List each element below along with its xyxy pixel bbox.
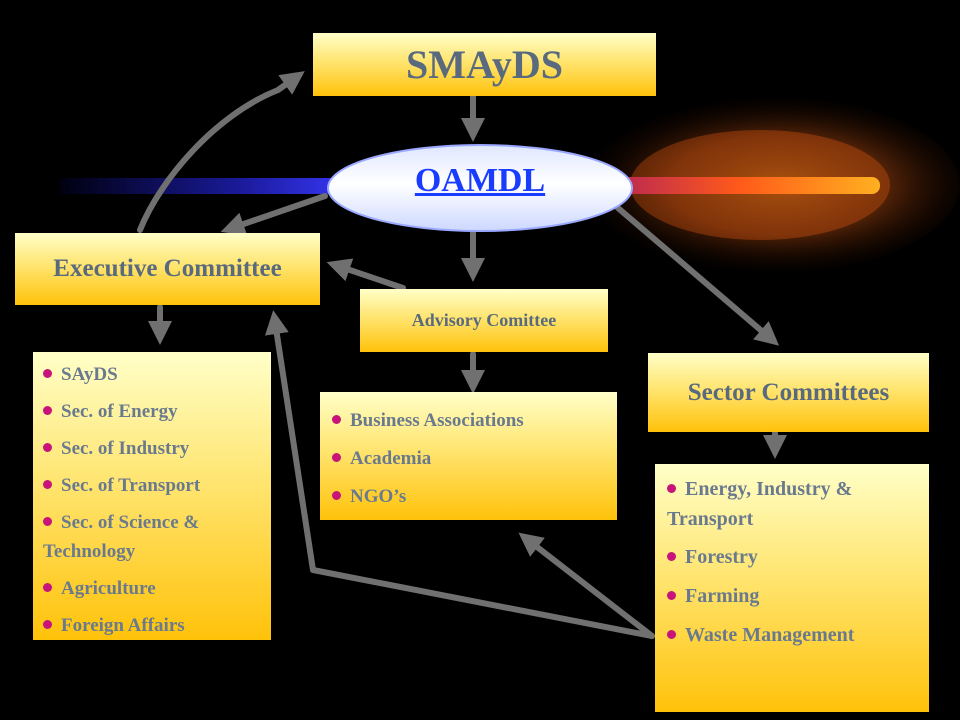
arrow-sector-advisory [518,532,655,639]
beam-right [600,177,880,194]
arrow-sector-executive [264,310,655,639]
list-item: Sec. of Energy [43,393,265,430]
bullet-icon [43,443,52,453]
bullet-icon [667,551,676,561]
beam-left [60,178,360,194]
advisory-committee-box: Advisory Comittee [360,289,608,352]
list-item: Forestry [667,538,923,577]
sector-members-list: Energy, Industry & Transport Forestry Fa… [655,464,929,712]
executive-members-list: SAyDS Sec. of Energy Sec. of Industry Se… [33,352,271,640]
arrow-oamdl-executive [220,193,328,236]
executive-committee-label: Executive Committee [53,255,282,282]
bullet-icon [332,491,341,501]
bullet-icon [43,369,52,379]
list-item: Business Associations [332,402,611,440]
bullet-icon [43,620,52,630]
list-item: Farming [667,577,923,616]
oamdl-oval [327,144,633,232]
list-item: Sec. of Industry [43,430,265,467]
smayds-label: SMAyDS [405,42,564,87]
bullet-icon [667,483,676,493]
sector-committees-label: Sector Committees [687,378,890,406]
bullet-icon [43,583,52,593]
sector-committees-box: Sector Committees [648,353,929,432]
arrow-executive-smayds [137,71,305,233]
advisory-committee-label: Advisory Comittee [411,310,557,330]
bullet-icon [332,415,341,425]
smayds-box: SMAyDS [313,33,656,96]
list-item: Sec. of Science & Technology [43,512,200,562]
bullet-icon [667,629,676,639]
bullet-icon [43,517,52,527]
bullet-icon [667,590,676,600]
list-item: Waste Management [667,616,923,655]
list-item: NGO’s [332,478,611,516]
list-item: Energy, Industry & Transport [667,478,853,530]
bullet-icon [43,406,52,416]
advisory-members-list: Business Associations Academia NGO’s [320,392,617,520]
executive-committee-box: Executive Committee [15,233,320,305]
oamdl-link[interactable]: OAMDL [414,162,546,199]
arrow-oamdl-sector [615,205,780,346]
bullet-icon [332,453,341,463]
bullet-icon [43,480,52,490]
list-item: SAyDS [43,356,265,393]
list-item: Agriculture [43,570,265,607]
list-item: Sec. of Transport [43,467,265,504]
list-item: Academia [332,440,611,478]
list-item: Foreign Affairs [43,607,265,644]
arrow-advisory-executive [326,258,406,291]
